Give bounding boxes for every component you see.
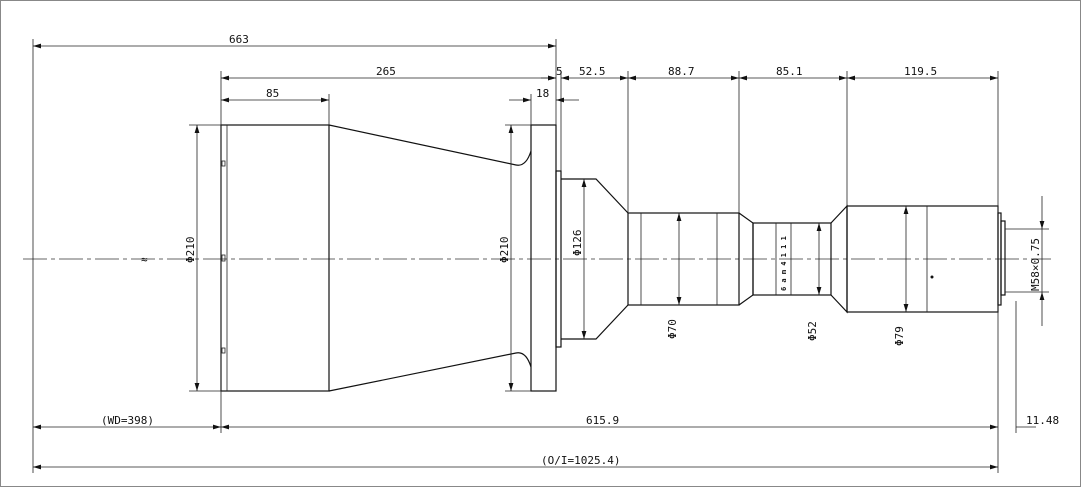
dim-length: 615.9	[586, 414, 619, 427]
dia-cone: Φ126	[571, 230, 584, 257]
horizontal-dimensions	[33, 43, 998, 470]
dia-front: Φ210	[184, 237, 197, 264]
dia-tube3: Φ79	[893, 326, 906, 346]
break-symbol: ≈	[141, 253, 148, 266]
lens-body	[220, 124, 1006, 392]
vertical-dimensions	[194, 125, 909, 391]
dim-back: 11.48	[1026, 414, 1059, 427]
dim-seg2: 88.7	[668, 65, 695, 78]
outside-arrows	[509, 75, 1036, 428]
thread-spec: M58×0.75	[1029, 238, 1042, 291]
dim-flange: 18	[536, 87, 549, 100]
dim-seg1: 52.5	[579, 65, 606, 78]
dim-front-barrel: 85	[266, 87, 279, 100]
dia-tube2: Φ52	[806, 321, 819, 341]
dia-tube1: Φ70	[666, 319, 679, 339]
dim-seg4: 119.5	[904, 65, 937, 78]
focus-ring-marks: 6 a m 4 1 1 1	[780, 236, 788, 291]
dim-step: 5	[556, 65, 563, 78]
dia-flange: Φ210	[498, 237, 511, 264]
dim-overall: 663	[229, 33, 249, 46]
dim-seg3: 85.1	[776, 65, 803, 78]
dim-body: 265	[376, 65, 396, 78]
working-distance: (WD=398)	[101, 414, 154, 427]
extension-lines	[32, 39, 1049, 473]
object-image-distance: (O/I=1025.4)	[541, 454, 620, 467]
